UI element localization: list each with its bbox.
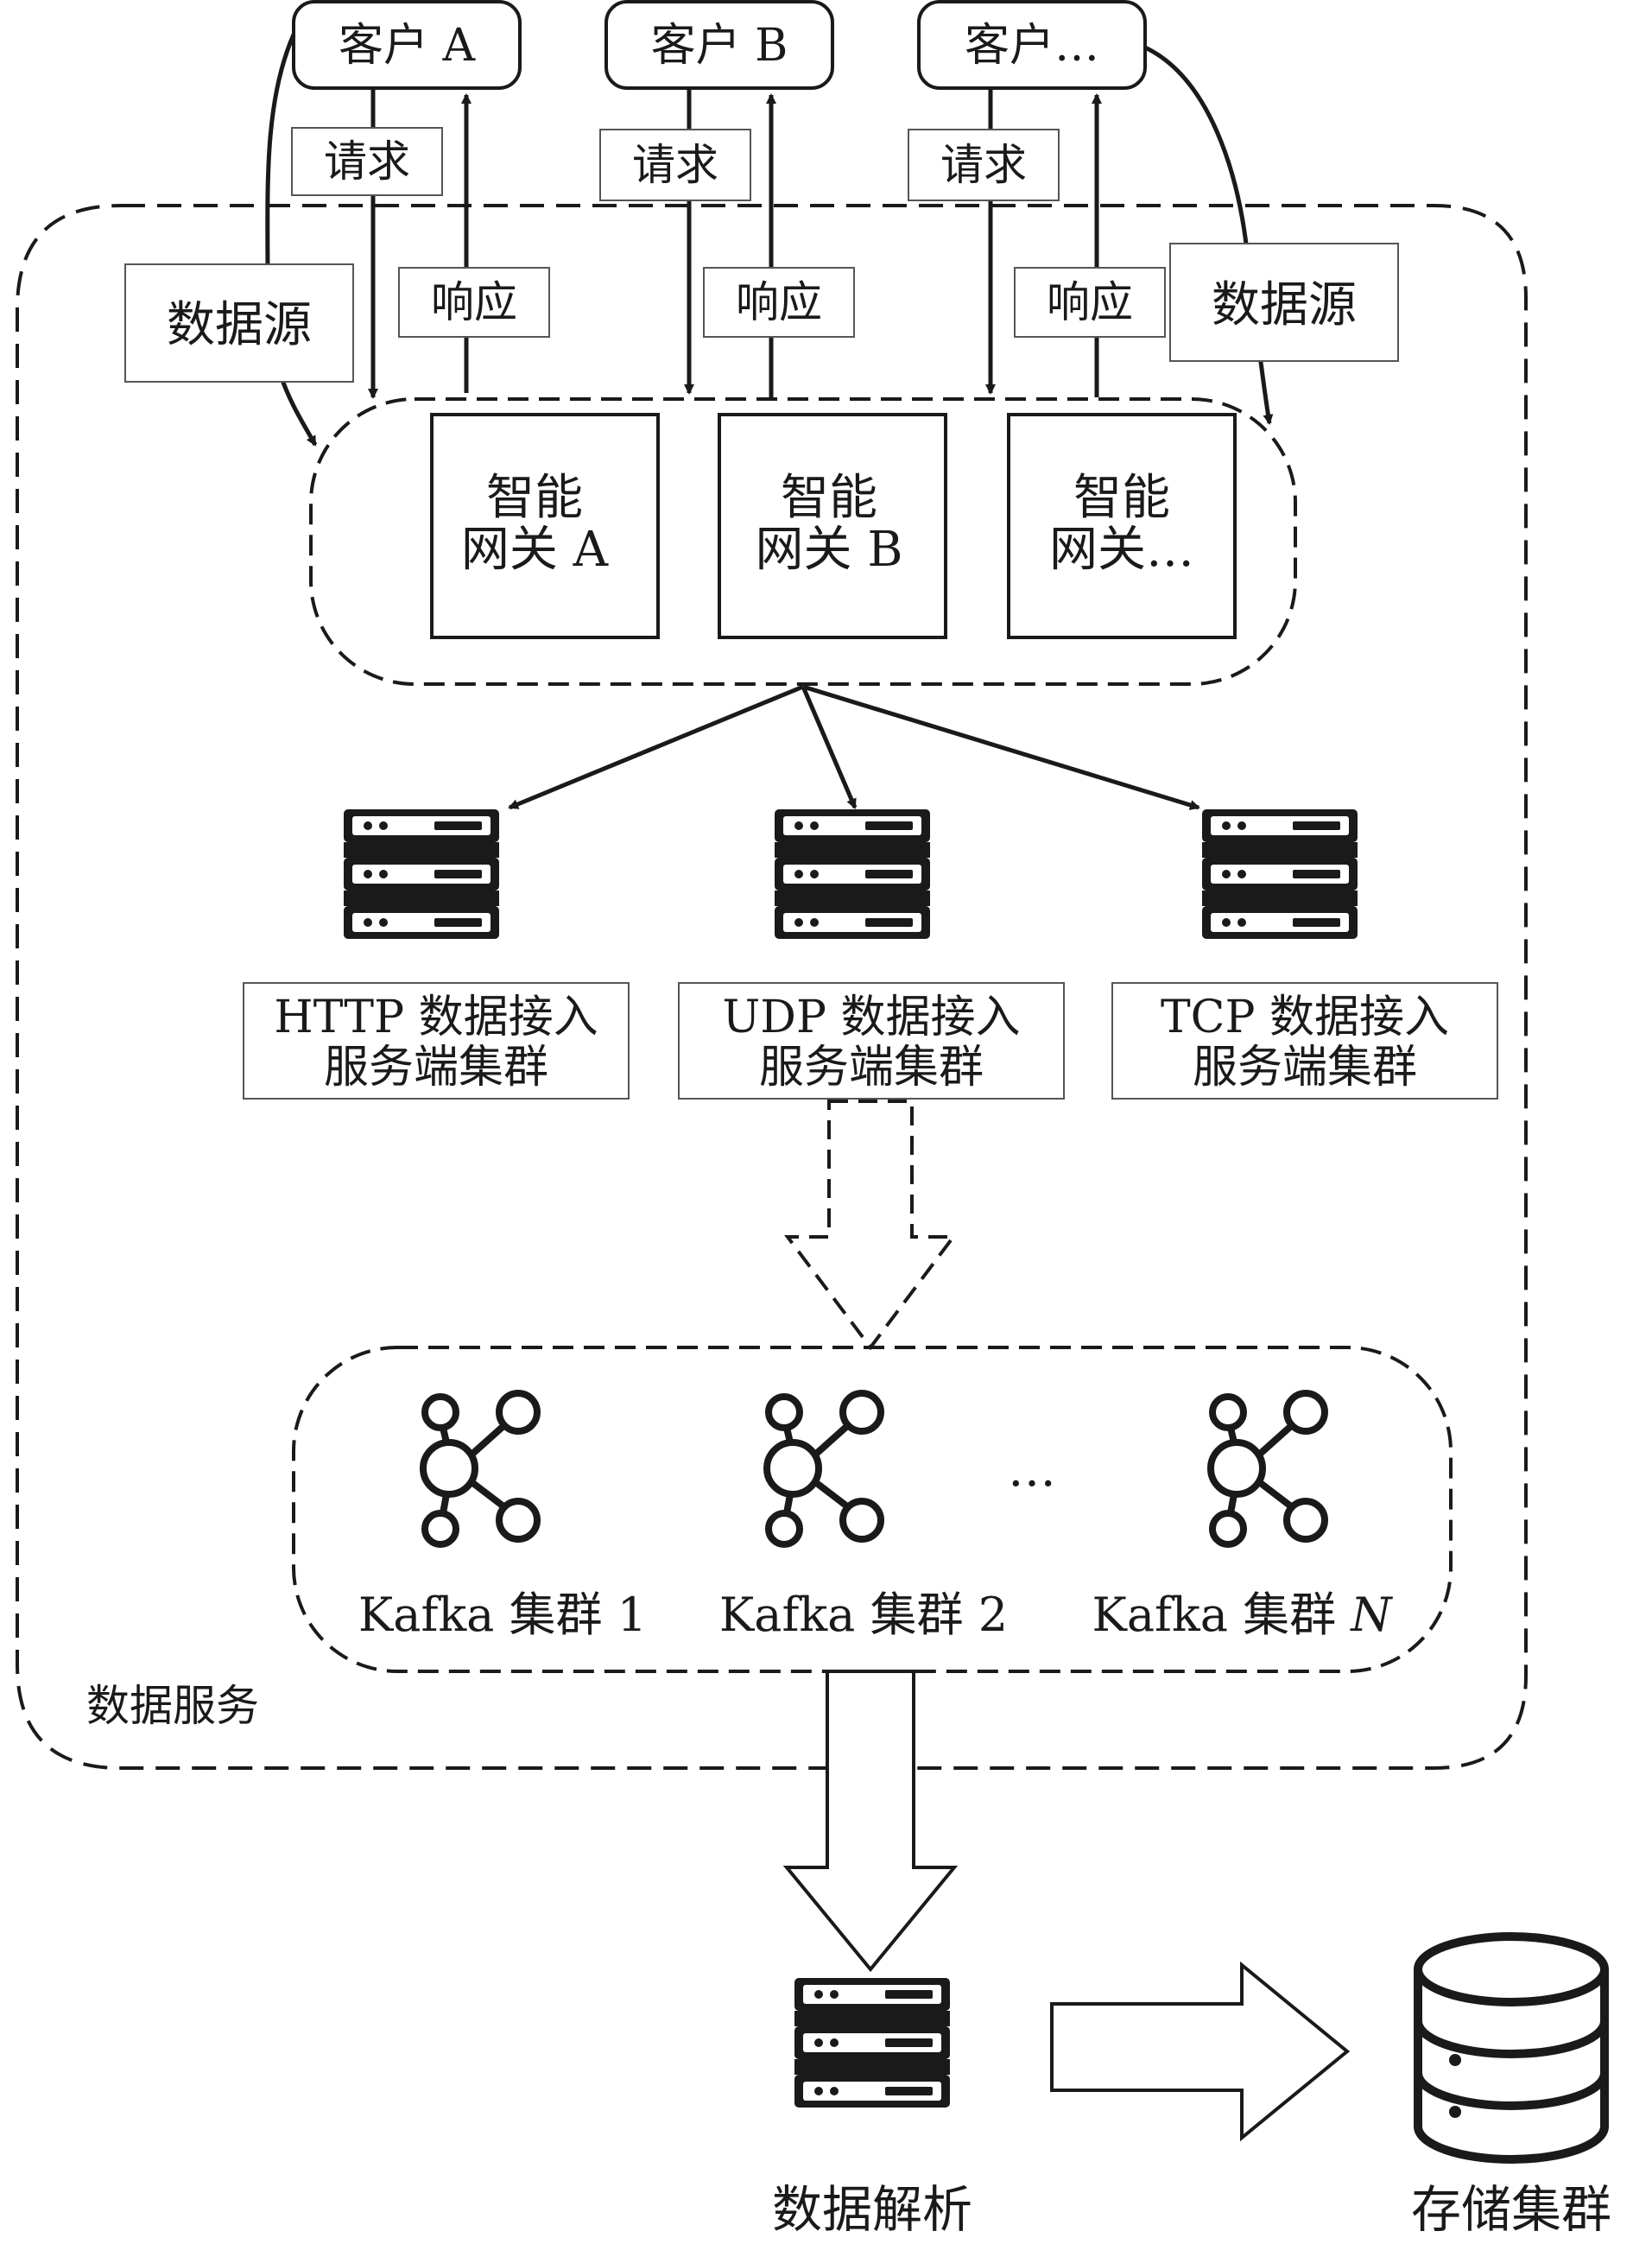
svg-text:数据源: 数据源: [167, 297, 312, 353]
response-label-b: 响应: [703, 267, 855, 338]
svg-text:服务端集群: 服务端集群: [324, 1042, 548, 1093]
svg-text:智能: 智能: [486, 470, 583, 526]
kafka-icon-2: [767, 1393, 881, 1544]
response-label-more: 响应: [1014, 267, 1166, 338]
tcp-cluster-label: TCP 数据接入 服务端集群: [1111, 982, 1498, 1100]
data-service-label: 数据服务: [86, 1681, 259, 1731]
database-icon: [1414, 1932, 1609, 2164]
svg-text:UDP 数据接入: UDP 数据接入: [722, 992, 1020, 1043]
gateway-b: 智能 网关 B: [718, 413, 947, 639]
client-a-label: 客户 A: [339, 20, 477, 72]
flow-arrow-to-storage: [1050, 1961, 1351, 2142]
kafka-icon-1: [423, 1393, 537, 1544]
client-a: 客户 A: [292, 0, 522, 90]
svg-text:智能: 智能: [1073, 470, 1170, 526]
gateway-a: 智能 网关 A: [430, 413, 660, 639]
parser-label: 数据解析: [772, 2180, 972, 2239]
svg-text:服务端集群: 服务端集群: [759, 1042, 984, 1093]
svg-text:服务端集群: 服务端集群: [1193, 1042, 1417, 1093]
client-b-label: 客户 B: [651, 20, 788, 72]
data-source-curves: [265, 33, 1274, 447]
storage-label: 存储集群: [1411, 2180, 1611, 2239]
gateway-group: [309, 397, 1297, 686]
svg-text:请求: 请求: [324, 136, 410, 187]
client-more: 客户…: [917, 0, 1147, 90]
svg-text:网关…: 网关…: [1049, 522, 1194, 578]
svg-text:请求: 请求: [632, 140, 718, 190]
request-label-more: 请求: [908, 129, 1060, 201]
svg-text:响应: 响应: [431, 277, 517, 327]
svg-text:智能: 智能: [781, 470, 877, 526]
tcp-server-icon: [1202, 809, 1358, 939]
gateway-more: 智能 网关…: [1007, 413, 1237, 639]
request-label-a: 请求: [291, 127, 443, 196]
svg-text:网关 B: 网关 B: [756, 522, 903, 578]
flow-arrow-to-parser: [782, 1670, 959, 1973]
parser-server-icon: [794, 1978, 950, 2108]
data-source-left: 数据源: [124, 263, 354, 383]
kafka-ellipsis: …: [1008, 1442, 1056, 1498]
udp-cluster-label: UDP 数据接入 服务端集群: [678, 982, 1065, 1100]
http-server-icon: [344, 809, 499, 939]
http-cluster-label: HTTP 数据接入 服务端集群: [243, 982, 630, 1100]
svg-text:响应: 响应: [1047, 277, 1133, 327]
data-source-right: 数据源: [1169, 243, 1399, 362]
data-service-boundary: [16, 204, 1528, 1770]
request-label-b: 请求: [599, 129, 751, 201]
dashed-flow-arrow: [784, 1100, 957, 1351]
svg-text:请求: 请求: [940, 140, 1027, 190]
fan-out-arrows: [508, 684, 1200, 810]
udp-server-icon: [775, 809, 930, 939]
client-b: 客户 B: [604, 0, 834, 90]
svg-text:响应: 响应: [736, 277, 822, 327]
kafka-label-1: Kafka 集群 1: [358, 1588, 647, 1642]
svg-text:网关 A: 网关 A: [461, 522, 609, 578]
svg-text:数据源: 数据源: [1212, 277, 1357, 333]
kafka-label-n: Kafka 集群 N: [1092, 1588, 1393, 1642]
svg-text:HTTP 数据接入: HTTP 数据接入: [274, 992, 598, 1043]
kafka-icon-n: [1211, 1393, 1325, 1544]
svg-text:TCP 数据接入: TCP 数据接入: [1161, 992, 1449, 1043]
kafka-label-2: Kafka 集群 2: [719, 1588, 1008, 1642]
client-more-label: 客户…: [965, 20, 1099, 72]
response-label-a: 响应: [398, 267, 550, 338]
